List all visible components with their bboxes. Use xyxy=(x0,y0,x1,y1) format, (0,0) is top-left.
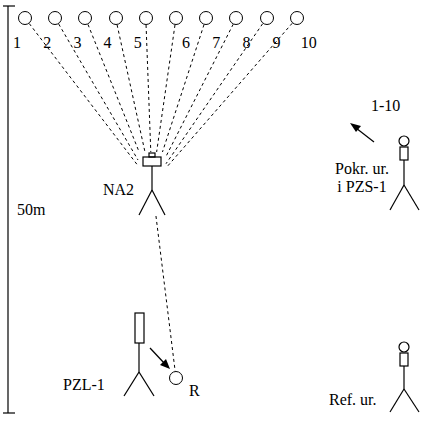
point-number: 7 xyxy=(212,35,220,51)
staff-figure xyxy=(124,313,154,396)
point-number: 10 xyxy=(301,35,317,51)
direction-arrow xyxy=(150,348,170,369)
target-point: 9 xyxy=(260,11,274,25)
sight-line xyxy=(157,25,175,152)
level-instrument: NA2 xyxy=(138,152,166,216)
observer-figure xyxy=(390,342,419,412)
sight-line xyxy=(146,25,151,152)
instrument-label: NA2 xyxy=(103,182,134,198)
point-number: 5 xyxy=(134,35,142,51)
reference-point: R xyxy=(169,371,183,385)
sight-line xyxy=(166,23,292,168)
point-number: 9 xyxy=(273,35,281,51)
target-point: 6 xyxy=(169,11,183,25)
dimension-label: 50m xyxy=(17,201,45,219)
point-number: 1 xyxy=(13,35,21,51)
direction-arrow xyxy=(350,123,374,142)
target-point: 10 xyxy=(290,11,304,25)
target-point: 2 xyxy=(48,11,62,25)
sight-line xyxy=(162,25,204,152)
target-point: 4 xyxy=(109,11,123,25)
target-point: 8 xyxy=(229,11,243,25)
dimension-bracket xyxy=(3,6,15,413)
sight-line xyxy=(88,24,139,152)
sight-line xyxy=(59,24,138,160)
sight-line xyxy=(117,25,145,152)
point-number: 3 xyxy=(73,35,81,51)
target-point: 5 xyxy=(139,11,153,25)
point-number: 8 xyxy=(242,35,250,51)
range-label: 1-10 xyxy=(371,97,400,115)
point-number: 4 xyxy=(104,35,112,51)
point-number: 6 xyxy=(182,35,190,51)
point-number: 2 xyxy=(43,35,51,51)
observer-label: Pokr. ur. i PZS-1 xyxy=(333,160,391,195)
sight-line xyxy=(166,24,263,164)
target-point: 3 xyxy=(78,11,92,25)
instrument-symbol xyxy=(138,152,166,216)
staff-label: PZL-1 xyxy=(63,376,105,394)
observer-figure xyxy=(390,136,419,210)
target-point: 1 xyxy=(18,11,32,25)
sight-line xyxy=(166,24,233,156)
target-point: 7 xyxy=(199,11,213,25)
observer-label: Ref. ur. xyxy=(329,391,377,409)
sight-line xyxy=(156,216,175,371)
point-label: R xyxy=(189,383,200,399)
